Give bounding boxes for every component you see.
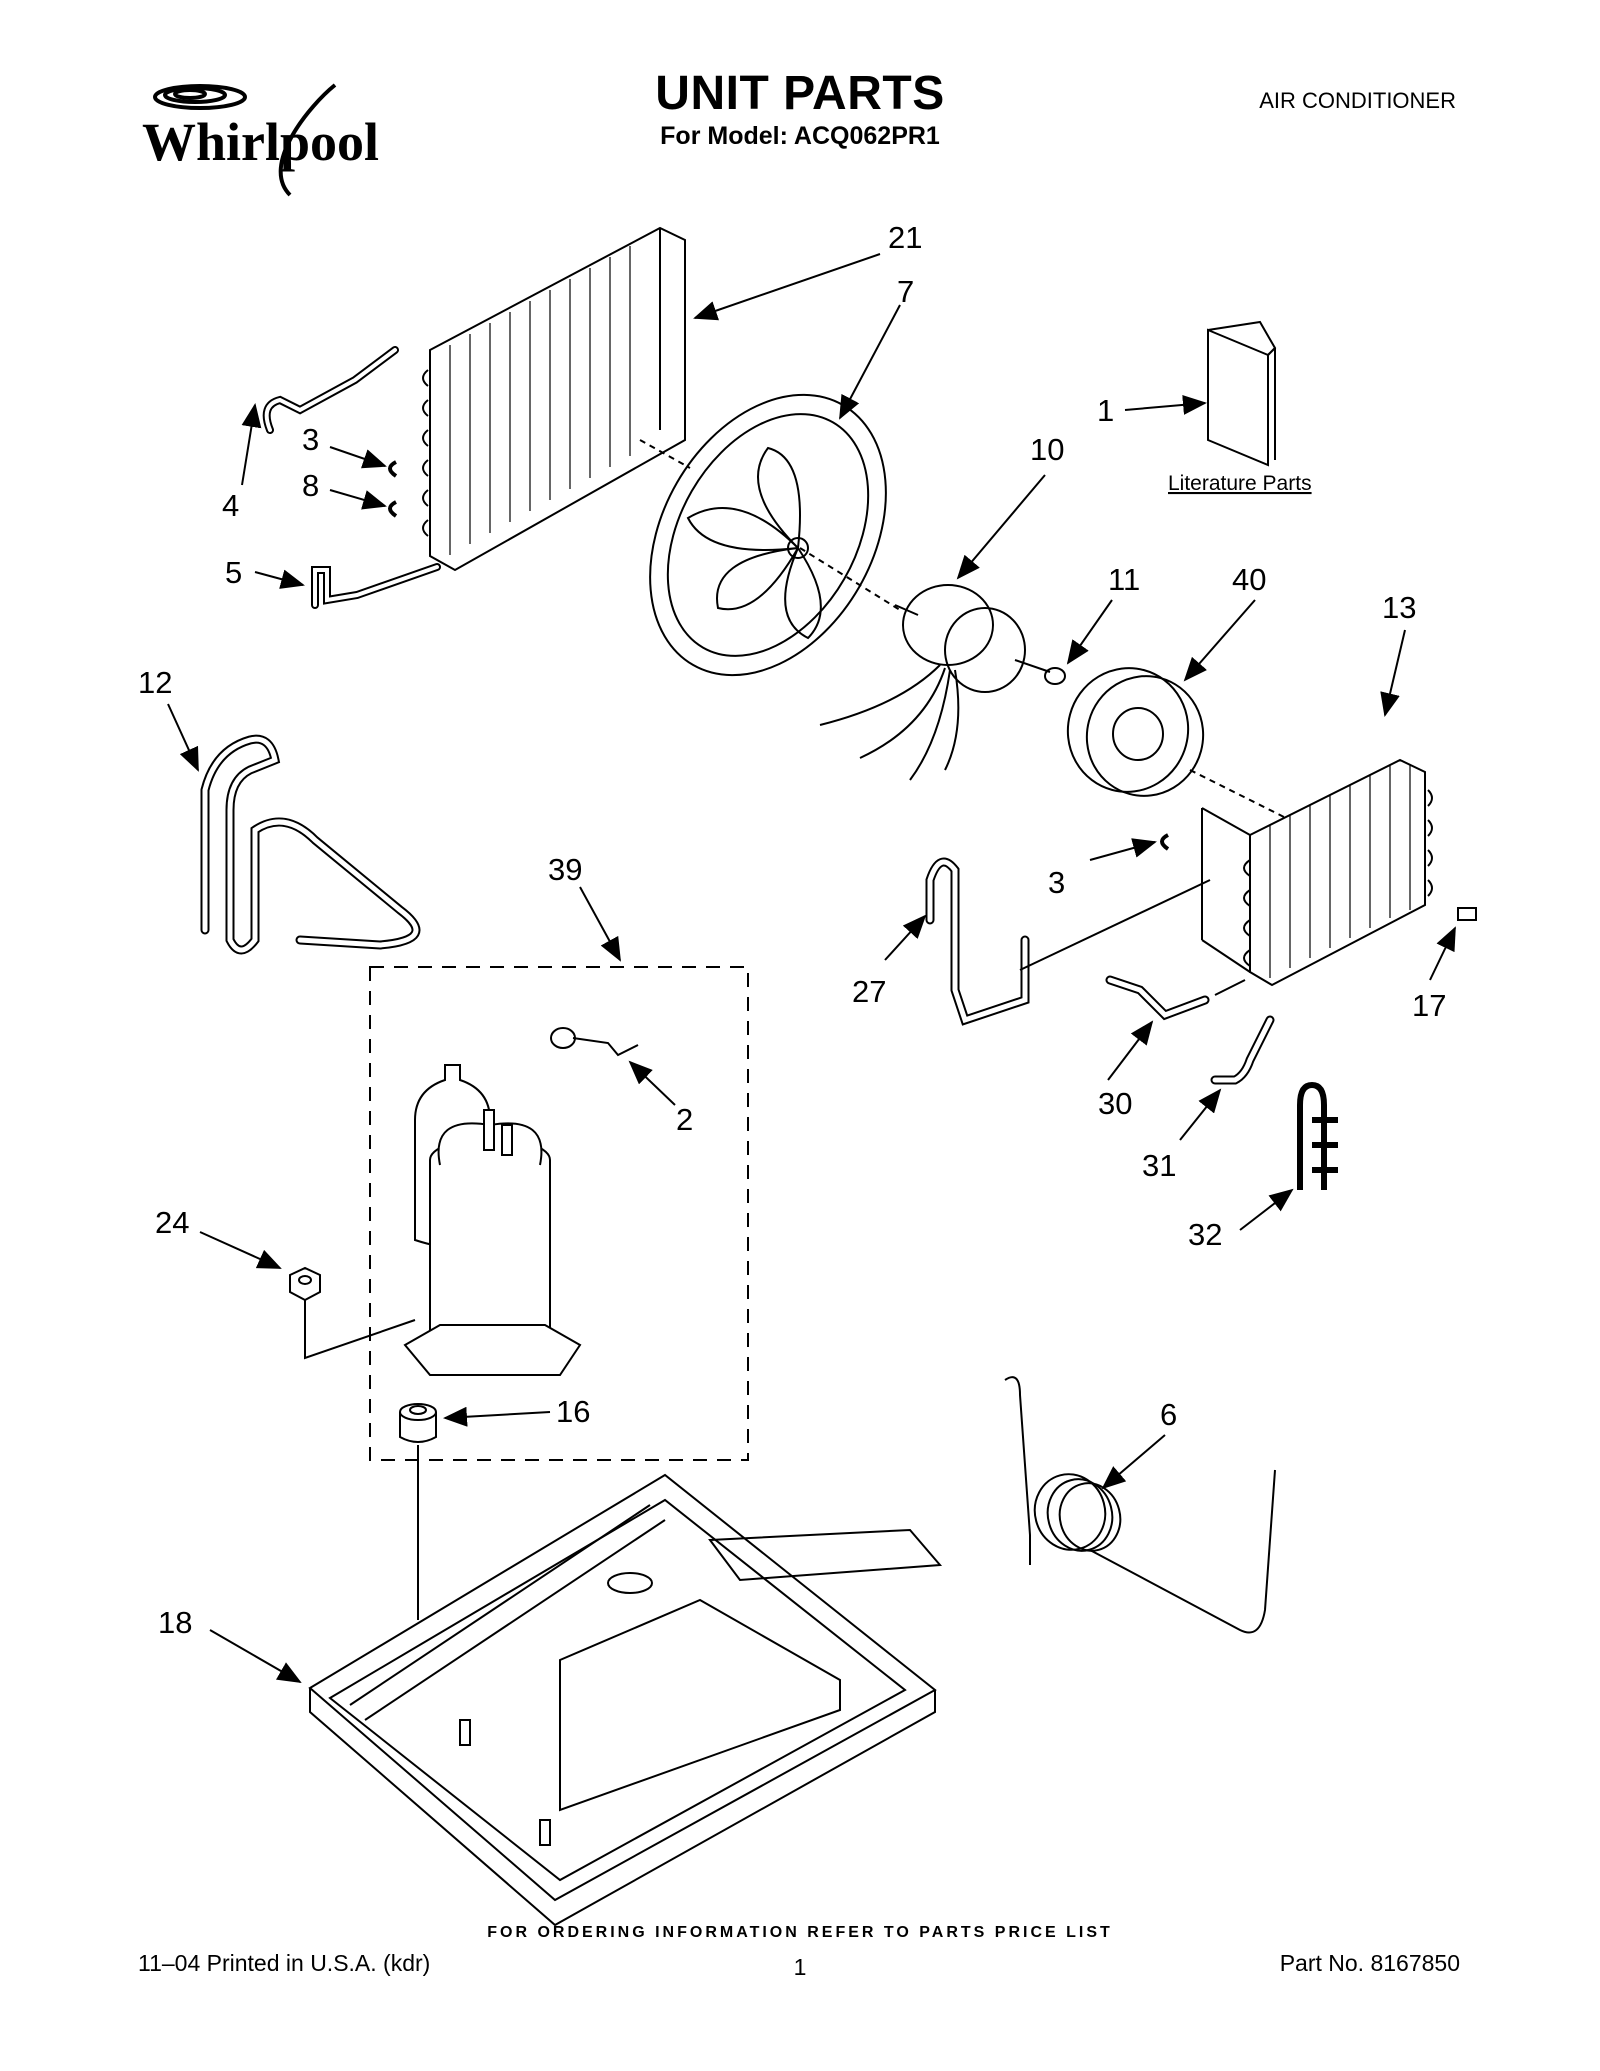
condenser-coil: [422, 226, 691, 572]
callout-2: 2: [676, 1102, 693, 1137]
whirlpool-logo: Whirlpool: [142, 83, 379, 197]
tube-12: [200, 734, 421, 955]
callout-6: 6: [1160, 1397, 1177, 1432]
literature-parts-caption: Literature Parts: [1168, 472, 1312, 495]
leader-1: [1124, 394, 1207, 415]
leader-3-top: [329, 446, 387, 469]
callout-31: 31: [1142, 1148, 1176, 1183]
page-number: 1: [793, 1954, 807, 1980]
callout-18: 18: [158, 1605, 192, 1640]
literature-booklet: [1207, 328, 1269, 467]
callout-5: 5: [225, 555, 242, 590]
callout-30: 30: [1098, 1086, 1132, 1121]
leader-40: [1183, 599, 1256, 682]
callout-3-top: 3: [302, 422, 319, 457]
overload-protector: [550, 1027, 639, 1057]
callout-17: 17: [1412, 988, 1446, 1023]
callout-39: 39: [548, 852, 582, 887]
callout-3-right: 3: [1048, 865, 1065, 900]
leader-30: [1107, 1020, 1154, 1081]
leader-11: [1066, 599, 1113, 665]
callout-21: 21: [888, 220, 922, 255]
leader-32: [1239, 1188, 1294, 1231]
leader-31: [1179, 1088, 1222, 1141]
thermistor-clip: [1457, 907, 1477, 921]
product-category: AIR CONDITIONER: [1259, 88, 1456, 113]
leader-2: [628, 1060, 676, 1106]
clip-8: [388, 500, 398, 518]
tube-27: [925, 857, 1030, 1026]
leader-17: [1429, 926, 1456, 981]
leader-18: [209, 1629, 302, 1684]
capacitor-band: [1004, 1376, 1276, 1634]
clip-3-right: [1160, 833, 1170, 851]
leader-13: [1380, 629, 1406, 717]
leader-10: [956, 474, 1046, 580]
part-number: Part No. 8167850: [1279, 1950, 1460, 1976]
callout-11: 11: [1108, 562, 1140, 597]
base-pan: [308, 1473, 943, 1927]
brand-wordmark: Whirlpool: [142, 112, 379, 172]
leader-12: [167, 703, 199, 772]
leader-24: [199, 1231, 282, 1269]
leader-3-right: [1089, 838, 1157, 861]
compressor: [403, 1064, 582, 1376]
leader-39: [579, 886, 621, 962]
callout-10: 10: [1030, 432, 1064, 467]
callout-12: 12: [138, 665, 172, 700]
leader-4: [241, 403, 262, 486]
blower-wheel: [1066, 667, 1205, 797]
model-subtitle: For Model: ACQ062PR1: [660, 122, 940, 150]
callout-13: 13: [1382, 590, 1416, 625]
fan-motor: [819, 584, 1051, 781]
leader-21: [693, 253, 881, 321]
leader-8: [329, 489, 387, 510]
leader-27: [884, 914, 927, 961]
leader-16: [443, 1406, 551, 1427]
callout-8: 8: [302, 468, 319, 503]
clip-3-top: [388, 460, 398, 478]
callout-16: 16: [556, 1394, 590, 1429]
callout-27: 27: [852, 974, 886, 1009]
callout-24: 24: [155, 1205, 189, 1240]
page-title: UNIT PARTS: [655, 67, 945, 120]
callout-7: 7: [897, 274, 914, 309]
compressor-assembly-box: [369, 966, 749, 1461]
callout-1: 1: [1097, 393, 1114, 428]
leader-7: [839, 304, 901, 420]
compressor-nut: [289, 1266, 321, 1302]
leader-6: [1101, 1434, 1166, 1490]
leader-5: [254, 569, 305, 589]
callout-40: 40: [1232, 562, 1266, 597]
print-info: 11–04 Printed in U.S.A. (kdr): [138, 1950, 431, 1976]
callout-32: 32: [1188, 1217, 1222, 1252]
evaporator-coil: [1201, 758, 1433, 987]
tube-32: [1297, 1081, 1338, 1190]
compressor-grommet: [399, 1403, 437, 1443]
callout-4: 4: [222, 488, 239, 523]
ordering-notice: FOR ORDERING INFORMATION REFER TO PARTS …: [487, 1924, 1113, 1941]
fan-nut: [1044, 667, 1066, 685]
